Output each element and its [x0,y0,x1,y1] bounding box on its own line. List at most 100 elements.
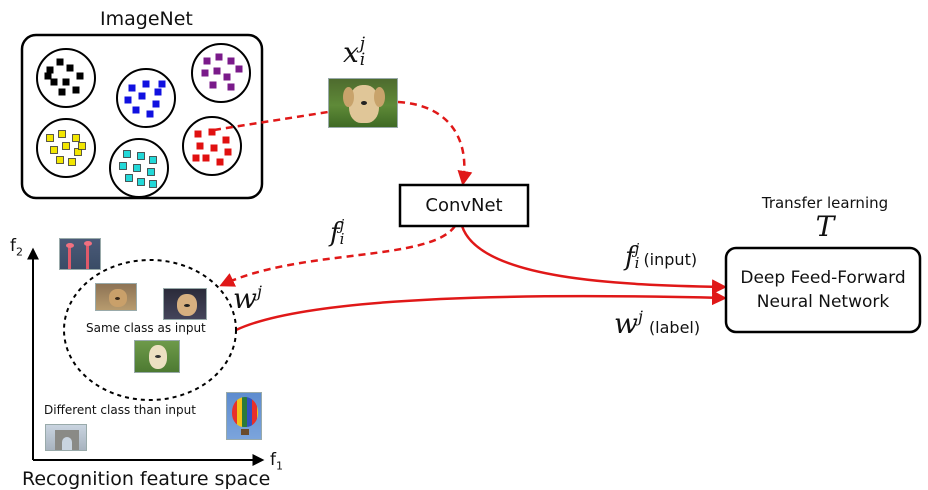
cluster-cyan-sample [149,180,157,188]
cluster-red-sample [196,142,204,150]
cluster-red-sample [216,158,224,166]
hot-air-balloon-image [226,392,262,440]
arch-landmark-image [45,424,87,451]
cluster-blue-sample [132,106,140,114]
cluster-black-sample [76,72,84,80]
cluster-yellow-sample [46,134,54,142]
cluster-black-sample [66,64,74,72]
cluster-black-sample [62,78,70,86]
cluster-red-sample [222,136,230,144]
cluster-purple-sample [235,65,243,73]
feature-symbol: f [330,218,340,248]
dog-image-brown [95,283,137,311]
edge-label-text: (label) [648,318,701,337]
neural-network-line2: Neural Network [756,292,890,312]
edge-input-sup: j [634,240,640,258]
cluster-yellow-sample [50,146,58,154]
dashed-arrow-convnet-to-feature-space [219,225,457,287]
axis-y-sub: 2 [16,245,23,259]
cluster-purple-sample [201,69,209,77]
cluster-blue-sample [138,92,146,100]
neural-network-line1: Deep Feed-Forward [740,268,906,288]
cluster-yellow-sample [58,130,66,138]
cluster-red-sample [208,128,216,136]
cluster-purple-sample [227,83,235,91]
axis-x-symbol: f [270,450,276,470]
cluster-blue-sample [128,84,136,92]
cluster-cyan-sample [125,174,133,182]
edge-input-symbol: f [625,242,635,272]
dog-image-grass [134,340,180,373]
cluster-purple-sample [213,67,221,75]
cluster-purple-sample [227,57,235,65]
cluster-black-sample [72,86,80,94]
cluster-cyan-sample [133,164,141,172]
neural-network-label: Deep Feed-Forward Neural Network [726,266,920,314]
different-class-text: Different class than input [44,403,196,417]
edge-label-sup: j [637,307,643,326]
cluster-red-sample [210,144,218,152]
transfer-symbol: T [815,210,835,243]
cluster-black-sample [56,58,64,66]
input-sample-sup: j [359,34,366,54]
same-class-text: Same class as input [86,321,206,335]
dog-image-dark [163,288,207,320]
flamingo-image [59,238,101,270]
cluster-black-sample [50,78,58,86]
weight-symbol: w [233,282,257,315]
axis-x-sub: 1 [276,459,283,473]
cluster-blue-sample [158,80,166,88]
cluster-blue-sample [124,96,132,104]
cluster-yellow-sample [78,142,86,150]
weight-sup: j [256,282,262,301]
cluster-black-sample [46,66,54,74]
input-dog-image [328,78,398,128]
axis-y-label: f2 [10,236,23,258]
imagenet-title: ImageNet [100,8,193,30]
cluster-yellow-sample [72,134,80,142]
cluster-yellow-sample [56,156,64,164]
edge-label-symbol: w [614,307,638,340]
feature-sup: j [339,216,345,234]
cluster-blue-sample [154,88,162,96]
arrow-weight-label [235,290,727,332]
imagenet-clusters [36,43,251,198]
same-class-region [63,259,237,401]
cluster-blue-sample [146,110,154,118]
cluster-blue-sample [152,100,160,108]
cluster-black-sample [44,72,52,80]
edge-input-sub: i [634,254,640,273]
cluster-cyan-sample [149,156,157,164]
cluster-red-sample [224,148,232,156]
edge-label-label: wj (label) [614,307,700,340]
feature-space-title: Recognition feature space [22,468,271,490]
cluster-black [36,48,96,108]
cluster-red-sample [194,130,202,138]
cluster-yellow-sample [62,142,70,150]
feature-sub: i [339,230,345,249]
convnet-label: ConvNet [425,195,503,216]
dashed-arrow-sample-to-convnet [397,100,473,186]
cluster-cyan-sample [147,168,155,176]
cluster-purple-sample [223,73,231,81]
cluster-yellow-sample [68,158,76,166]
cluster-purple-sample [215,53,223,61]
cluster-cyan-sample [137,178,145,186]
neural-network-box [724,246,922,334]
cluster-red-sample [202,154,210,162]
cluster-cyan-sample [119,162,127,170]
cluster-blue-sample [142,80,150,88]
cluster-purple-sample [203,57,211,65]
input-sample-sub: i [359,50,366,71]
cluster-cyan-sample [137,152,145,160]
cluster-cyan-sample [123,150,131,158]
cluster-purple [191,43,251,103]
cluster-black-sample [58,88,66,96]
cluster-yellow-sample [74,148,82,156]
weight-label: wj [233,282,262,315]
input-sample-symbol: x [343,36,359,69]
